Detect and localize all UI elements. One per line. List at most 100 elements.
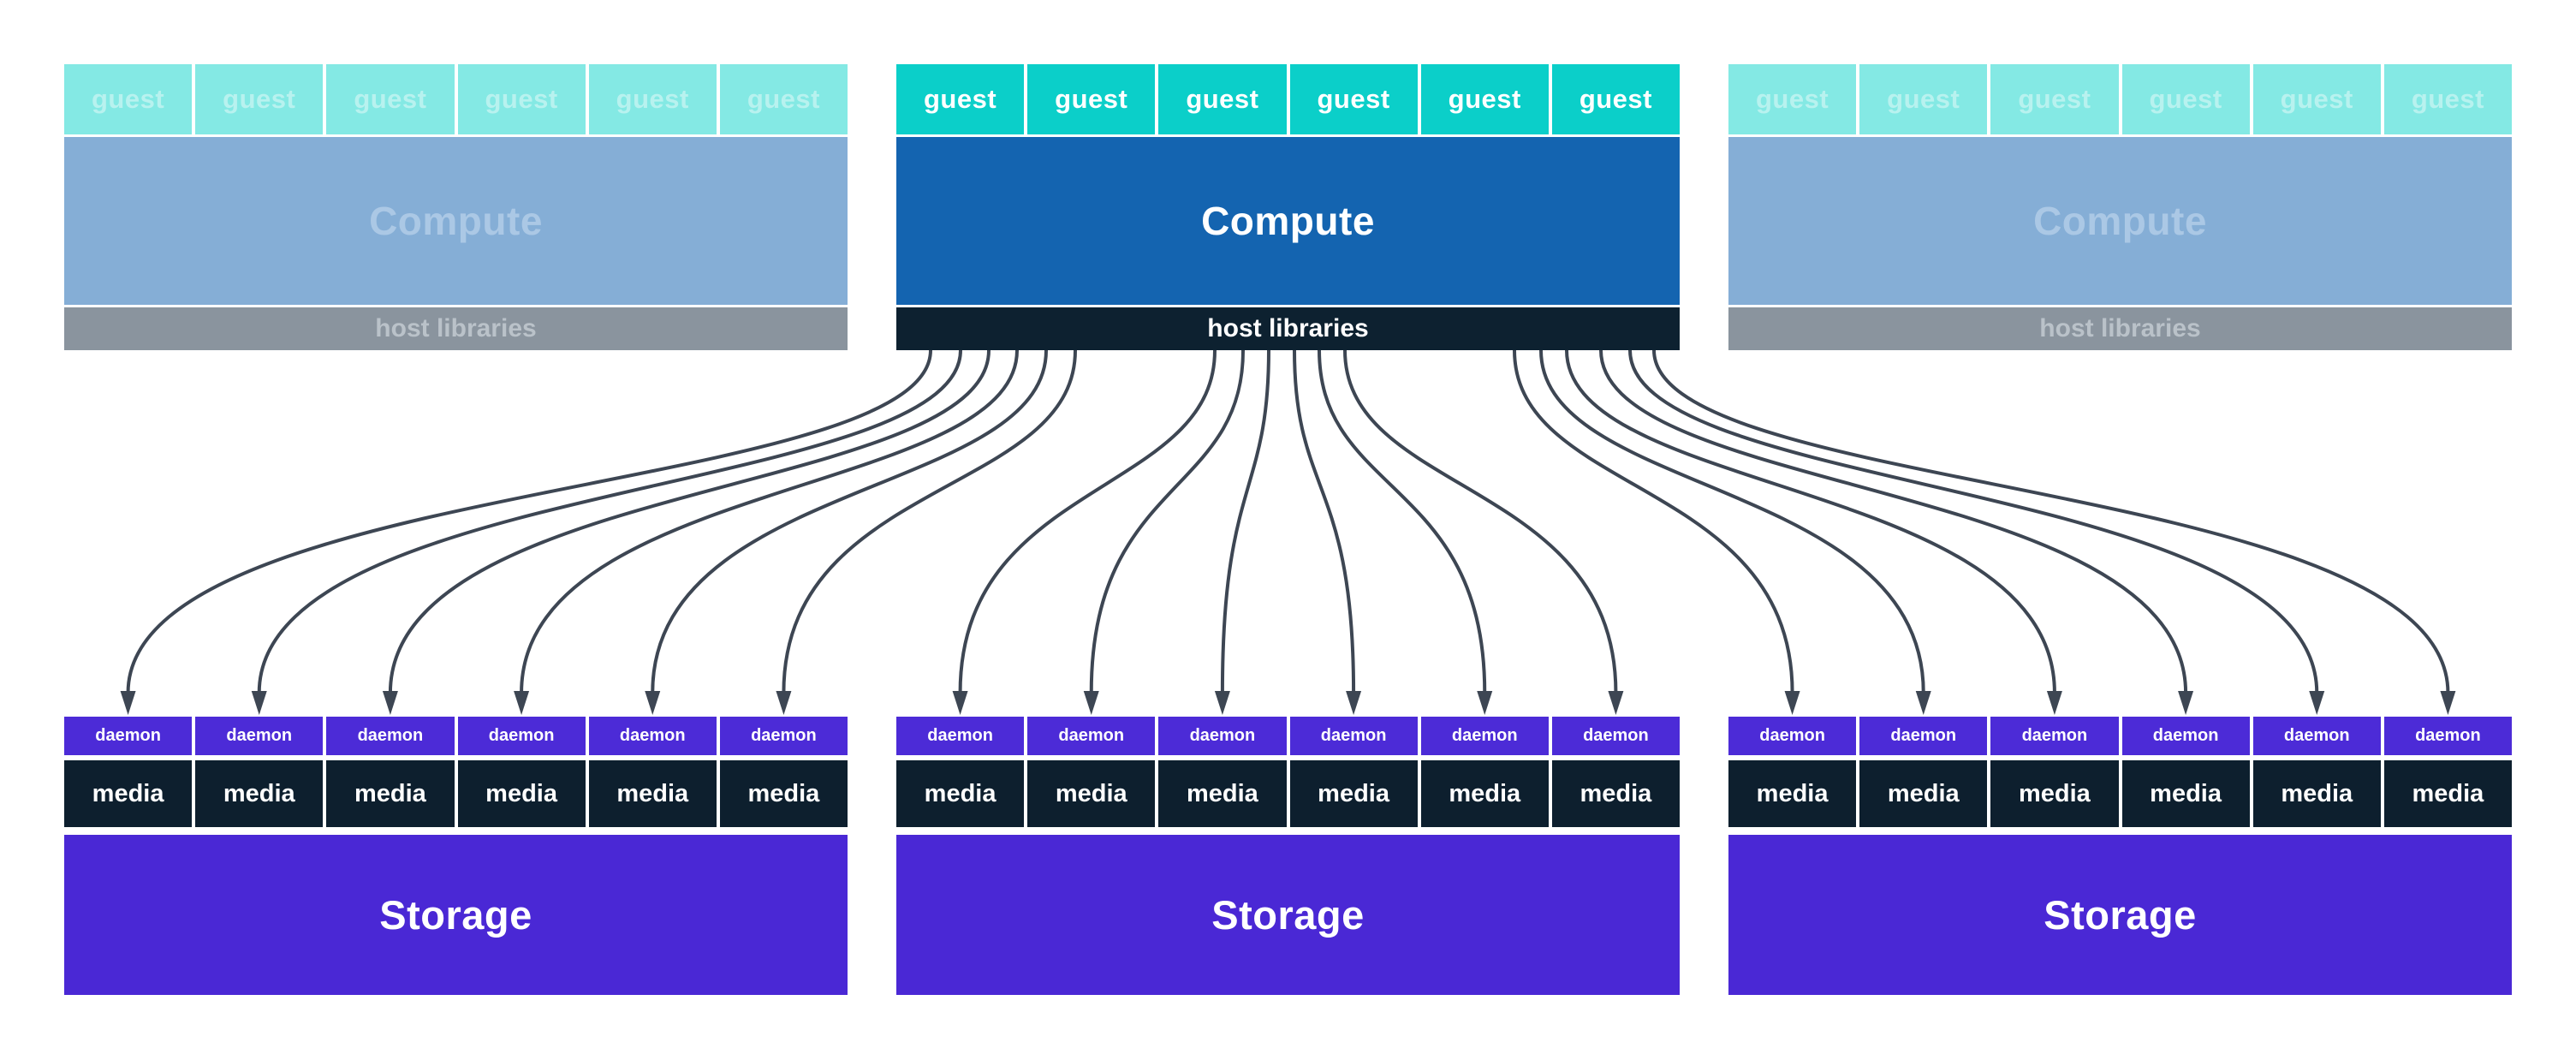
media-cell: media bbox=[2383, 760, 2512, 827]
connection-line bbox=[651, 348, 1048, 694]
media-cell: media bbox=[1551, 760, 1680, 827]
media-cell: media bbox=[1027, 760, 1156, 827]
arrowhead-icon bbox=[952, 691, 968, 715]
arrowhead-icon bbox=[645, 691, 661, 715]
media-cell: media bbox=[1859, 760, 1988, 827]
media-cell: media bbox=[457, 760, 586, 827]
connection-line bbox=[1089, 348, 1245, 694]
arrowhead-icon bbox=[1608, 691, 1624, 715]
daemon-cell: daemon bbox=[1990, 717, 2119, 755]
arrowhead-icon bbox=[1784, 691, 1800, 715]
connection-line bbox=[782, 348, 1077, 694]
daemon-cell: daemon bbox=[1158, 717, 1287, 755]
connection-line bbox=[958, 348, 1217, 694]
connection-line bbox=[1513, 348, 1794, 694]
arrowhead-icon bbox=[1346, 691, 1362, 715]
media-cell: media bbox=[195, 760, 324, 827]
guest-cell: guest bbox=[2121, 64, 2250, 134]
host-libraries-bar: host libraries bbox=[896, 307, 1680, 350]
guest-cell: guest bbox=[2252, 64, 2381, 134]
daemon-cell: daemon bbox=[326, 717, 455, 755]
connection-line bbox=[126, 348, 932, 694]
daemon-cell: daemon bbox=[1289, 717, 1418, 755]
guest-cell: guest bbox=[1158, 64, 1287, 134]
arrowhead-icon bbox=[514, 691, 530, 715]
media-cell: media bbox=[588, 760, 717, 827]
connection-line bbox=[1565, 348, 2056, 694]
connection-line bbox=[1539, 348, 1925, 694]
media-cell: media bbox=[2252, 760, 2381, 827]
connection-line bbox=[1628, 348, 2319, 694]
guest-cell: guest bbox=[195, 64, 324, 134]
media-cell: media bbox=[719, 760, 848, 827]
daemon-cell: daemon bbox=[2383, 717, 2512, 755]
guest-cell: guest bbox=[588, 64, 717, 134]
arrowhead-icon bbox=[2440, 691, 2456, 715]
media-cell: media bbox=[1289, 760, 1418, 827]
connection-line bbox=[1599, 348, 2188, 694]
connection-line bbox=[1652, 348, 2450, 694]
daemon-cell: daemon bbox=[896, 717, 1025, 755]
connection-line bbox=[520, 348, 1019, 694]
guest-cell: guest bbox=[1289, 64, 1418, 134]
daemon-cell: daemon bbox=[195, 717, 324, 755]
arrowhead-icon bbox=[1083, 691, 1099, 715]
storage-block: Storage bbox=[896, 835, 1680, 995]
arrowhead-icon bbox=[776, 691, 792, 715]
guest-cell: guest bbox=[896, 64, 1025, 134]
connection-line bbox=[257, 348, 962, 694]
daemon-cell: daemon bbox=[1859, 717, 1988, 755]
daemon-cell: daemon bbox=[64, 717, 193, 755]
guest-cell: guest bbox=[1551, 64, 1680, 134]
guest-cell: guest bbox=[2383, 64, 2512, 134]
media-cell: media bbox=[326, 760, 455, 827]
compute-block: Compute bbox=[896, 137, 1680, 305]
daemon-cell: daemon bbox=[1420, 717, 1549, 755]
daemon-cell: daemon bbox=[719, 717, 848, 755]
daemon-cell: daemon bbox=[457, 717, 586, 755]
arrowhead-icon bbox=[120, 691, 136, 715]
daemon-cell: daemon bbox=[1728, 717, 1857, 755]
arrowhead-icon bbox=[1477, 691, 1493, 715]
media-cell: media bbox=[2121, 760, 2250, 827]
daemon-cell: daemon bbox=[2252, 717, 2381, 755]
guest-cell: guest bbox=[1420, 64, 1549, 134]
guest-cell: guest bbox=[64, 64, 193, 134]
media-cell: media bbox=[896, 760, 1025, 827]
arrowhead-icon bbox=[1915, 691, 1931, 715]
host-libraries-bar: host libraries bbox=[64, 307, 848, 350]
daemon-cell: daemon bbox=[1027, 717, 1156, 755]
compute-block: Compute bbox=[1728, 137, 2512, 305]
daemon-cell: daemon bbox=[588, 717, 717, 755]
daemon-cell: daemon bbox=[2121, 717, 2250, 755]
arrowhead-icon bbox=[1214, 691, 1230, 715]
connection-line bbox=[1343, 348, 1618, 694]
guest-cell: guest bbox=[719, 64, 848, 134]
media-cell: media bbox=[64, 760, 193, 827]
connection-line bbox=[1318, 348, 1487, 694]
connection-line bbox=[388, 348, 991, 694]
storage-block: Storage bbox=[1728, 835, 2512, 995]
connection-line bbox=[1220, 348, 1270, 694]
arrowhead-icon bbox=[2046, 691, 2062, 715]
daemon-cell: daemon bbox=[1551, 717, 1680, 755]
media-cell: media bbox=[1420, 760, 1549, 827]
arrowhead-icon bbox=[2309, 691, 2325, 715]
guest-cell: guest bbox=[457, 64, 586, 134]
guest-cell: guest bbox=[1728, 64, 1857, 134]
connection-line bbox=[1293, 348, 1356, 694]
